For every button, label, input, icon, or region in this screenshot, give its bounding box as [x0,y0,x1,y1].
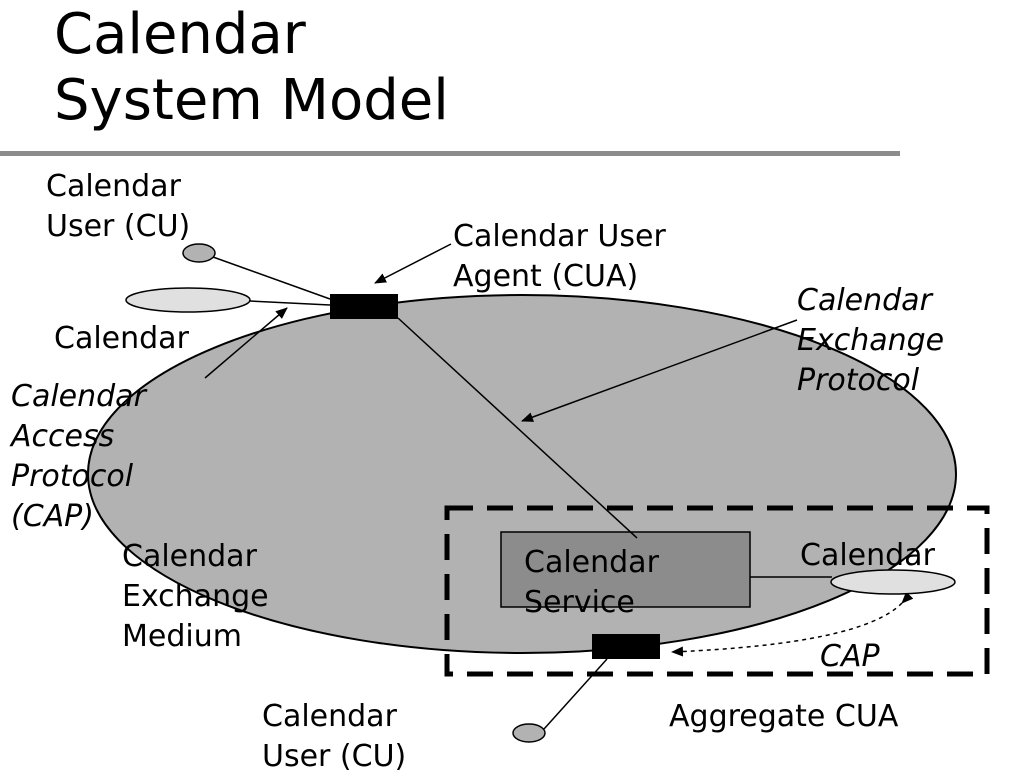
exchange-protocol-pointer-arrow [521,319,798,422]
title-divider [0,151,900,156]
calendar-user-agent-label-line-1: Calendar User [453,219,666,254]
calendar-access-protocol-label-line-4: (CAP) [11,499,94,534]
calendar-access-protocol-label-line-1: Calendar [11,379,146,414]
cua-to-service-line [397,317,638,539]
calendar-user-agent-label: Calendar User Agent (CUA) [453,217,666,297]
calendar-left-label: Calendar [54,321,189,356]
calendar-right-label: Calendar [800,538,935,573]
calendar-user-bottom-label: Calendar User (CU) [262,697,406,777]
calendar-exchange-medium-label-line-2: Exchange [122,579,269,614]
calendar-left-to-cua-line [249,300,331,306]
calendar-user-bottom-label-line-1: Calendar [262,699,397,734]
cua-top-bar [330,294,398,319]
calendar-exchange-protocol-label-line-2: Exchange [797,323,945,358]
calendar-service-label-line-2: Service [524,585,635,620]
aggregate-cua-box [444,505,990,677]
calendar-right-store [830,569,956,595]
calendar-access-protocol-label-line-2: Access [11,419,115,454]
calendar-service-label-line-1: Calendar [524,545,659,580]
calendar-exchange-medium-label-line-3: Medium [122,619,242,654]
aggregate-cua-to-cu-bottom-line [543,658,608,730]
calendar-user-top-label: Calendar User (CU) [46,167,190,247]
cap-right-dotted-arrow [671,591,914,657]
cap-right-label: CAP [820,639,880,674]
title-line-2: System Model [54,68,449,133]
calendar-service-label: Calendar Service [524,543,659,623]
cua-bottom-bar [592,634,660,659]
aggregate-cua-label: Aggregate CUA [669,699,899,734]
calendar-exchange-protocol-label: Calendar Exchange Protocol [797,281,944,401]
calendar-access-protocol-label-line-3: Protocol [11,459,134,494]
title-line-1: Calendar [54,2,306,67]
calendar-access-protocol-label: Calendar Access Protocol (CAP) [11,377,146,537]
cap-pointer-arrow [204,307,288,379]
calendar-user-top-label-line-2: User (CU) [46,209,191,244]
cua-pointer-arrow [374,243,452,284]
calendar-exchange-protocol-label-line-1: Calendar [797,283,932,318]
calendar-exchange-medium-label-line-1: Calendar [122,539,257,574]
calendar-left-store [125,287,251,313]
calendar-user-bottom-label-line-2: User (CU) [262,739,407,774]
calendar-user-top-node [182,243,216,263]
calendar-exchange-protocol-label-line-3: Protocol [797,363,920,398]
calendar-user-top-label-line-1: Calendar [46,169,181,204]
calendar-user-agent-label-line-2: Agent (CUA) [453,259,639,294]
calendar-exchange-medium-label: Calendar Exchange Medium [122,537,269,657]
slide-title: Calendar System Model [54,2,449,134]
calendar-user-bottom-node [512,723,546,743]
cu-top-to-cua-line [212,256,331,300]
